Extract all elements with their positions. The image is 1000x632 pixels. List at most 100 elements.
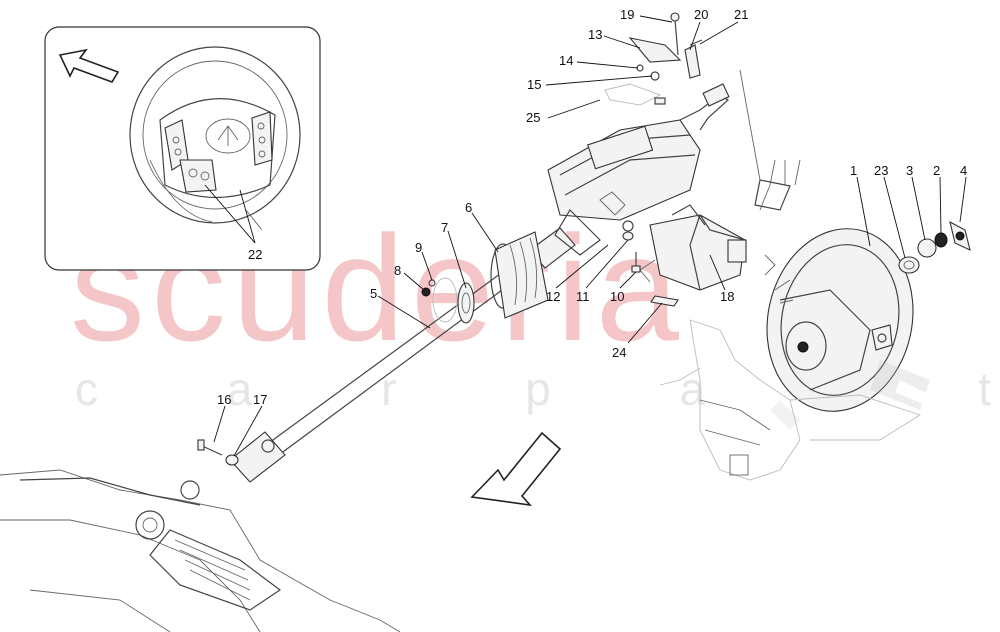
callout-4: 4 <box>960 163 967 178</box>
callout-1: 1 <box>850 163 857 178</box>
shaft-lower-universal-joint <box>229 431 286 483</box>
seal-7 <box>457 282 475 324</box>
leader-11 <box>585 239 629 289</box>
callout-13: 13 <box>588 27 602 42</box>
boot-and-seals <box>432 231 549 324</box>
leader-19 <box>639 15 673 23</box>
leader-4 <box>959 176 967 223</box>
washer-17 <box>225 454 239 466</box>
rack-outline-top <box>0 469 401 632</box>
inset-wheel-rim-outer <box>129 46 301 224</box>
ring-3 <box>917 238 937 258</box>
wheel-hardware <box>898 220 971 274</box>
seal-7-bore <box>461 292 471 314</box>
leader-3 <box>911 176 926 241</box>
upper-bracket-hardware <box>604 12 703 106</box>
column-housing <box>547 119 701 221</box>
leader-18 <box>709 254 726 291</box>
inset-lower-button-1 <box>188 168 198 178</box>
steering-lock-module <box>639 204 747 291</box>
leader-20 <box>689 21 701 51</box>
inset-right-button-1 <box>257 122 265 130</box>
boot-6-ribs <box>509 237 538 306</box>
shaft-lower-uj-bolt <box>261 439 275 453</box>
inset-wheel-rim-inner <box>142 60 288 210</box>
rack-boot <box>149 529 282 611</box>
washer-15 <box>650 71 660 81</box>
inset-lower-button-2 <box>200 171 210 181</box>
inset-right-button-2 <box>258 136 266 144</box>
inset-lower-right-spoke <box>245 209 263 231</box>
wheel-spokes <box>779 289 871 391</box>
callout-24: 24 <box>612 345 626 360</box>
callout-17: 17 <box>253 392 267 407</box>
rack-outline-bottom <box>0 519 261 632</box>
leader-21 <box>699 21 739 45</box>
pedal-bracket-ribs <box>699 399 771 446</box>
clip-25 <box>654 97 666 105</box>
callout-25: 25 <box>526 110 540 125</box>
watermark-flag <box>770 360 930 430</box>
rack-pinion-housing <box>135 510 165 540</box>
leader-9 <box>421 251 433 281</box>
washer-11 <box>622 231 634 241</box>
bolt-16-washer-17 <box>197 439 239 466</box>
nut-2 <box>934 232 948 248</box>
leader-22b <box>239 189 256 244</box>
callout-6: 6 <box>465 200 472 215</box>
steering-rack <box>0 469 401 632</box>
screw-10-head <box>631 265 641 273</box>
assembly-direction-arrow <box>470 431 562 507</box>
callout-23: 23 <box>874 163 888 178</box>
callout-15: 15 <box>527 77 541 92</box>
steering-wheel <box>766 228 914 412</box>
column-small-clip <box>599 191 626 216</box>
leader-17 <box>233 405 263 457</box>
pedal-bracket-arm <box>789 394 922 441</box>
wheel-hub <box>785 321 827 371</box>
leader-5 <box>377 295 431 329</box>
wheel-left-controls <box>774 279 794 304</box>
callout-7: 7 <box>441 220 448 235</box>
leader-15 <box>545 75 653 86</box>
wheel-rim-inner <box>780 244 900 396</box>
callout-20: 20 <box>694 7 708 22</box>
callout-16: 16 <box>217 392 231 407</box>
harness-clip <box>764 254 776 276</box>
callout-11: 11 <box>576 289 590 304</box>
pedal-bracket-foot <box>729 454 749 476</box>
wheel-paddle-button <box>877 333 887 343</box>
inset-lower-spoke <box>149 159 213 223</box>
cap-4-center <box>955 231 965 241</box>
leader-2 <box>939 176 942 234</box>
wiring-harness <box>739 69 801 276</box>
clip-20 <box>684 44 701 79</box>
bolt-19-head <box>670 12 680 22</box>
lock-top-bracket <box>671 204 706 226</box>
rack-lower-line <box>29 589 171 632</box>
callout-9: 9 <box>415 240 422 255</box>
callout-8: 8 <box>394 263 401 278</box>
bolt-16-head <box>197 439 205 451</box>
leader-12 <box>555 244 609 289</box>
bolt-19 <box>674 19 679 56</box>
callout-14: 14 <box>559 53 573 68</box>
harness-leader-line <box>739 69 761 181</box>
leader-13 <box>603 35 641 49</box>
callout-leaders <box>213 15 967 457</box>
wheel-hub-center <box>797 341 809 353</box>
leader-8 <box>403 272 425 291</box>
inset-right-control-pad <box>251 111 273 166</box>
inset-logo-oval <box>205 118 251 154</box>
bracket-13 <box>628 37 682 63</box>
callout-2: 2 <box>933 163 940 178</box>
leader-14 <box>576 61 639 69</box>
leader-7 <box>447 230 467 289</box>
harness-wires <box>759 159 801 211</box>
inset-right-button-3 <box>258 150 266 158</box>
bracket-25-outline <box>604 83 662 106</box>
column-top-cover <box>587 125 654 170</box>
steering-column-assembly <box>547 83 730 256</box>
leader-10 <box>619 271 637 289</box>
